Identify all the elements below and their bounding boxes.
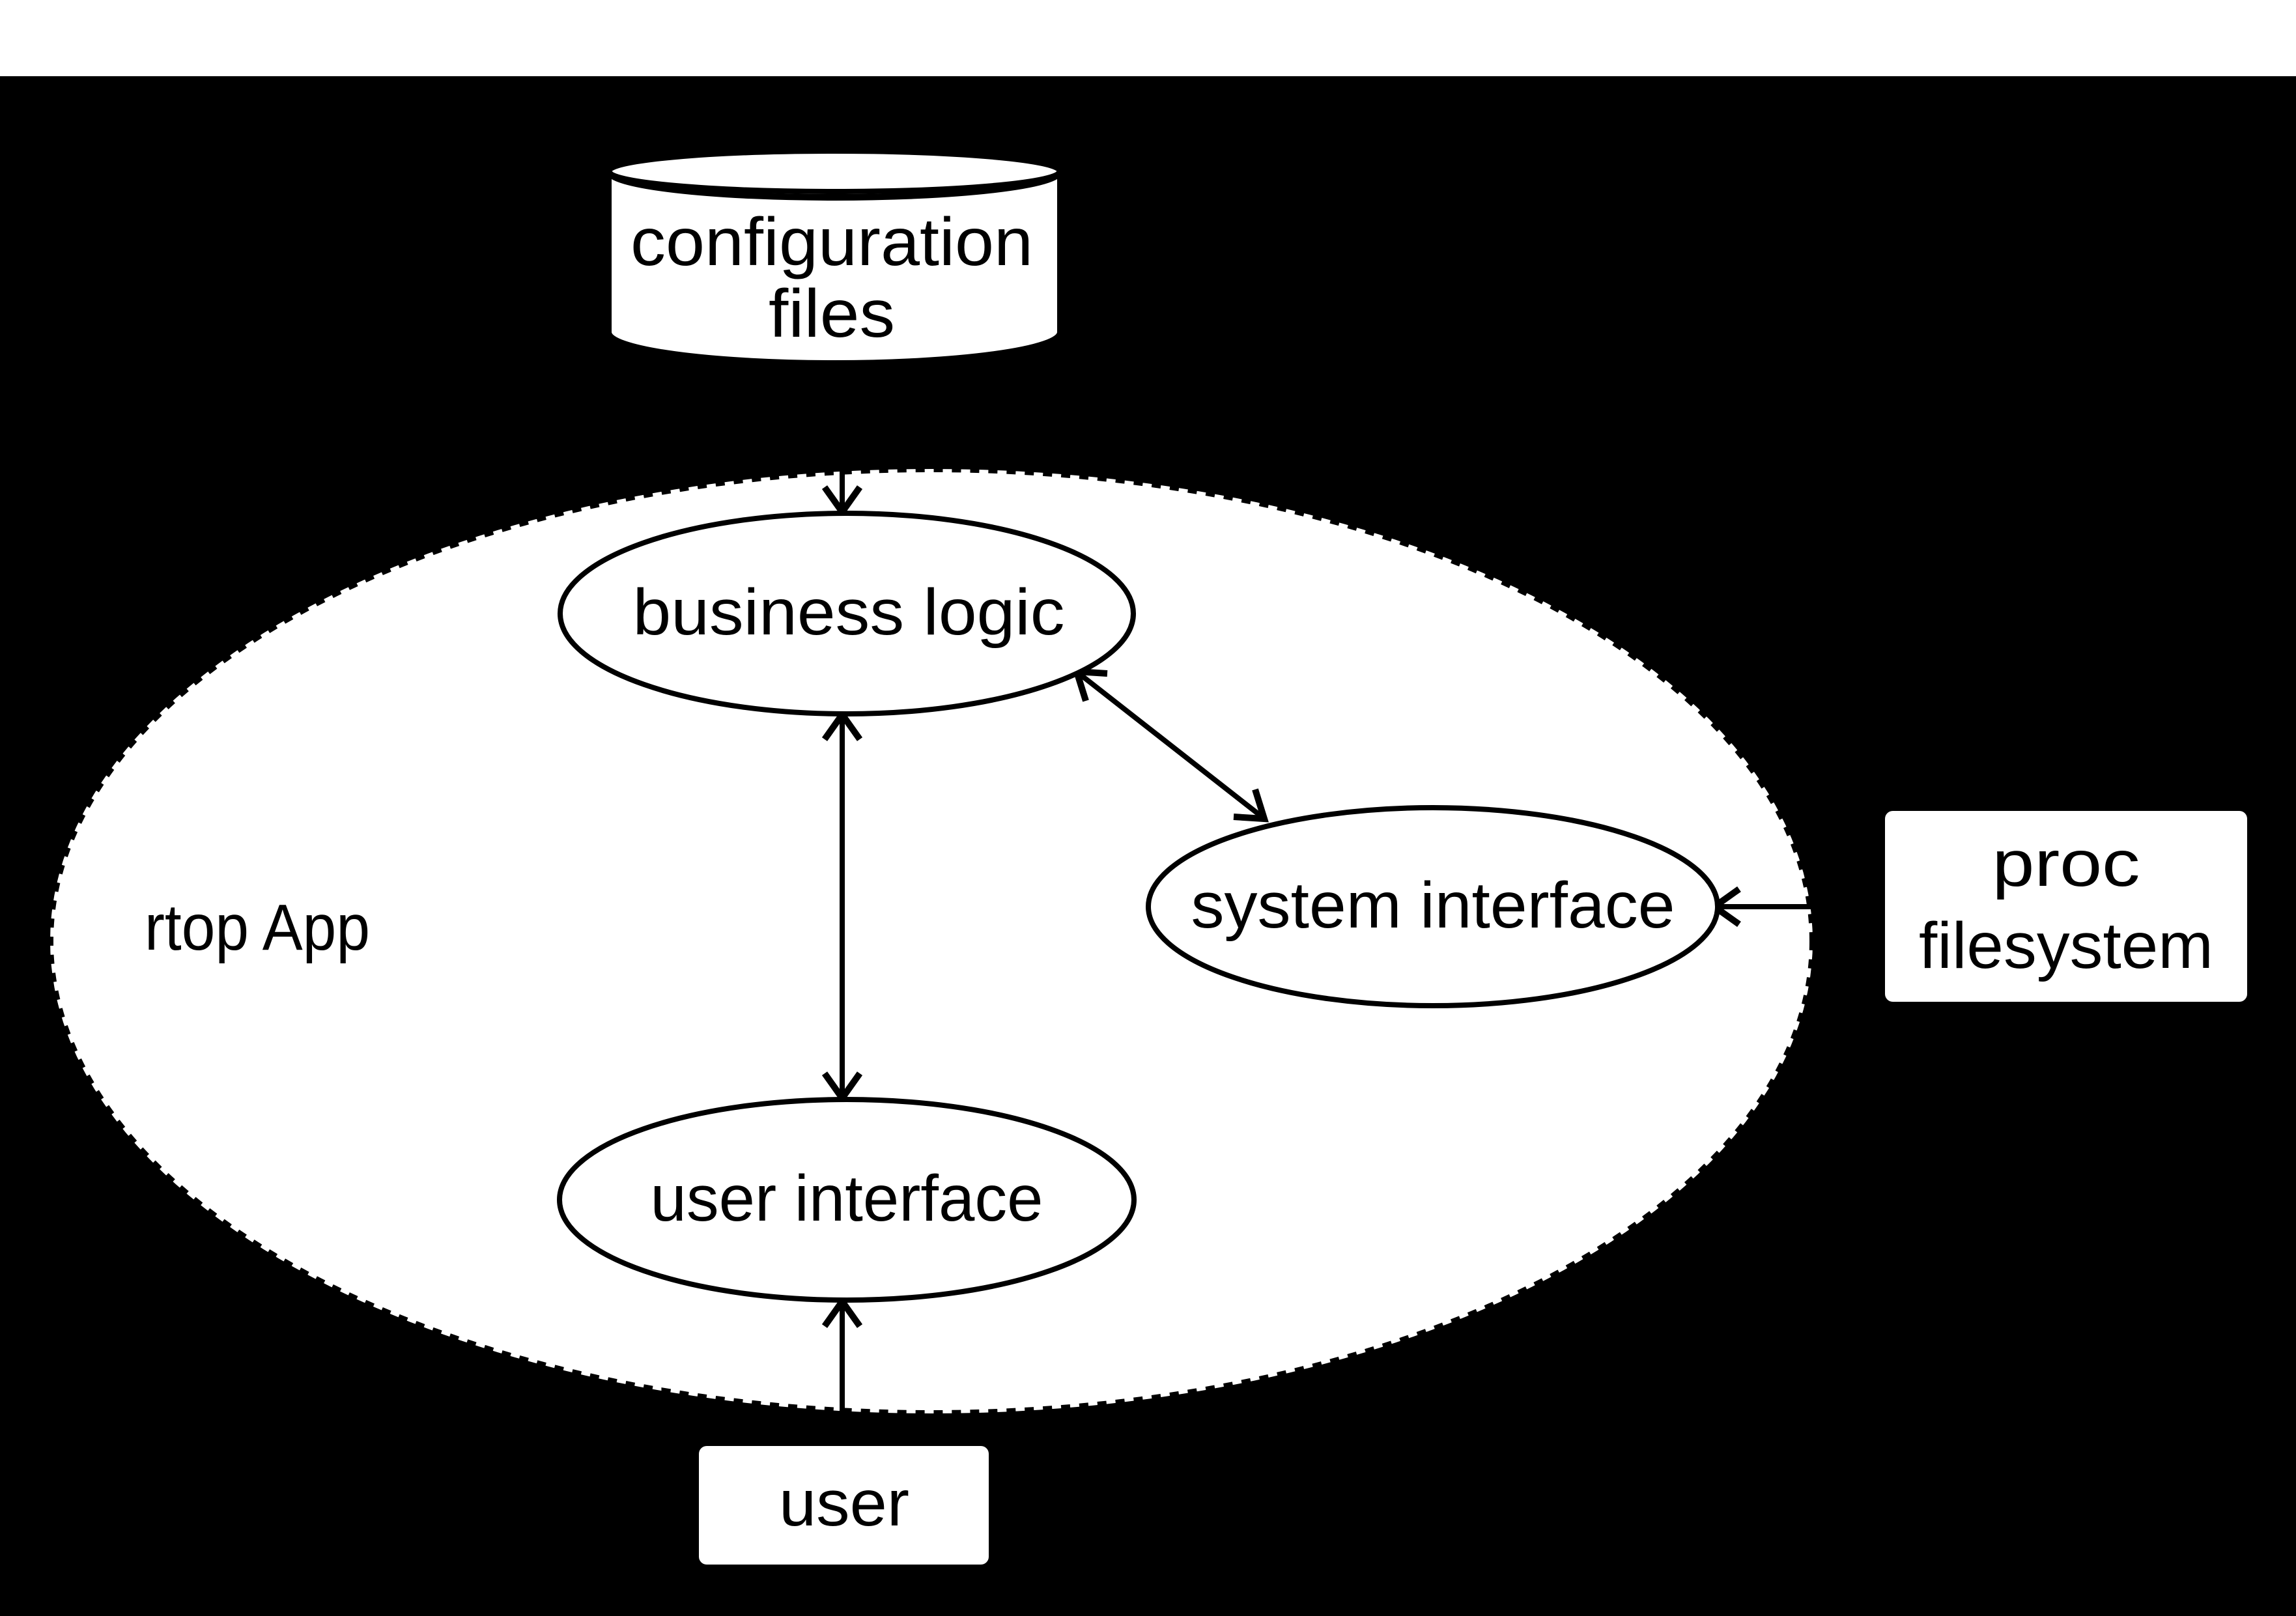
rtop-app-label: rtop App xyxy=(145,891,370,964)
system-interface-label: system interface xyxy=(1191,869,1675,942)
top-strip xyxy=(0,0,2296,76)
user-rect xyxy=(699,1446,989,1565)
user-interface-label: user interface xyxy=(651,1162,1043,1235)
container-rtop-app: rtop App xyxy=(47,466,1816,1417)
node-user: user xyxy=(699,1446,989,1565)
user-label: user xyxy=(779,1467,909,1540)
cylinder-lid-arc xyxy=(606,171,1063,201)
rtop-app-boundary-ellipse xyxy=(47,466,1816,1417)
node-business-logic: business logic xyxy=(558,511,1136,716)
business-logic-label: business logic xyxy=(633,576,1065,649)
cylinder-body xyxy=(606,149,1062,365)
proc-filesystem-rect xyxy=(1885,811,2247,1002)
proc-filesystem-label-line1: proc xyxy=(1992,827,2140,900)
configuration-files-label-line1: configuration xyxy=(631,205,1033,280)
node-proc-filesystem: proc filesystem xyxy=(1885,811,2247,1002)
system-interface-ellipse xyxy=(1146,805,1720,1008)
edge-line xyxy=(1079,672,1262,818)
node-system-interface: system interface xyxy=(1146,805,1720,1008)
node-configuration-files: configuration files xyxy=(606,149,1063,365)
user-interface-ellipse xyxy=(557,1097,1137,1303)
arrowhead-downright-icon xyxy=(1233,788,1269,823)
configuration-files-label-line2: files xyxy=(769,276,895,352)
proc-filesystem-label-line2: filesystem xyxy=(1919,909,2213,982)
node-user-interface: user interface xyxy=(557,1097,1137,1303)
business-logic-ellipse xyxy=(558,511,1136,716)
